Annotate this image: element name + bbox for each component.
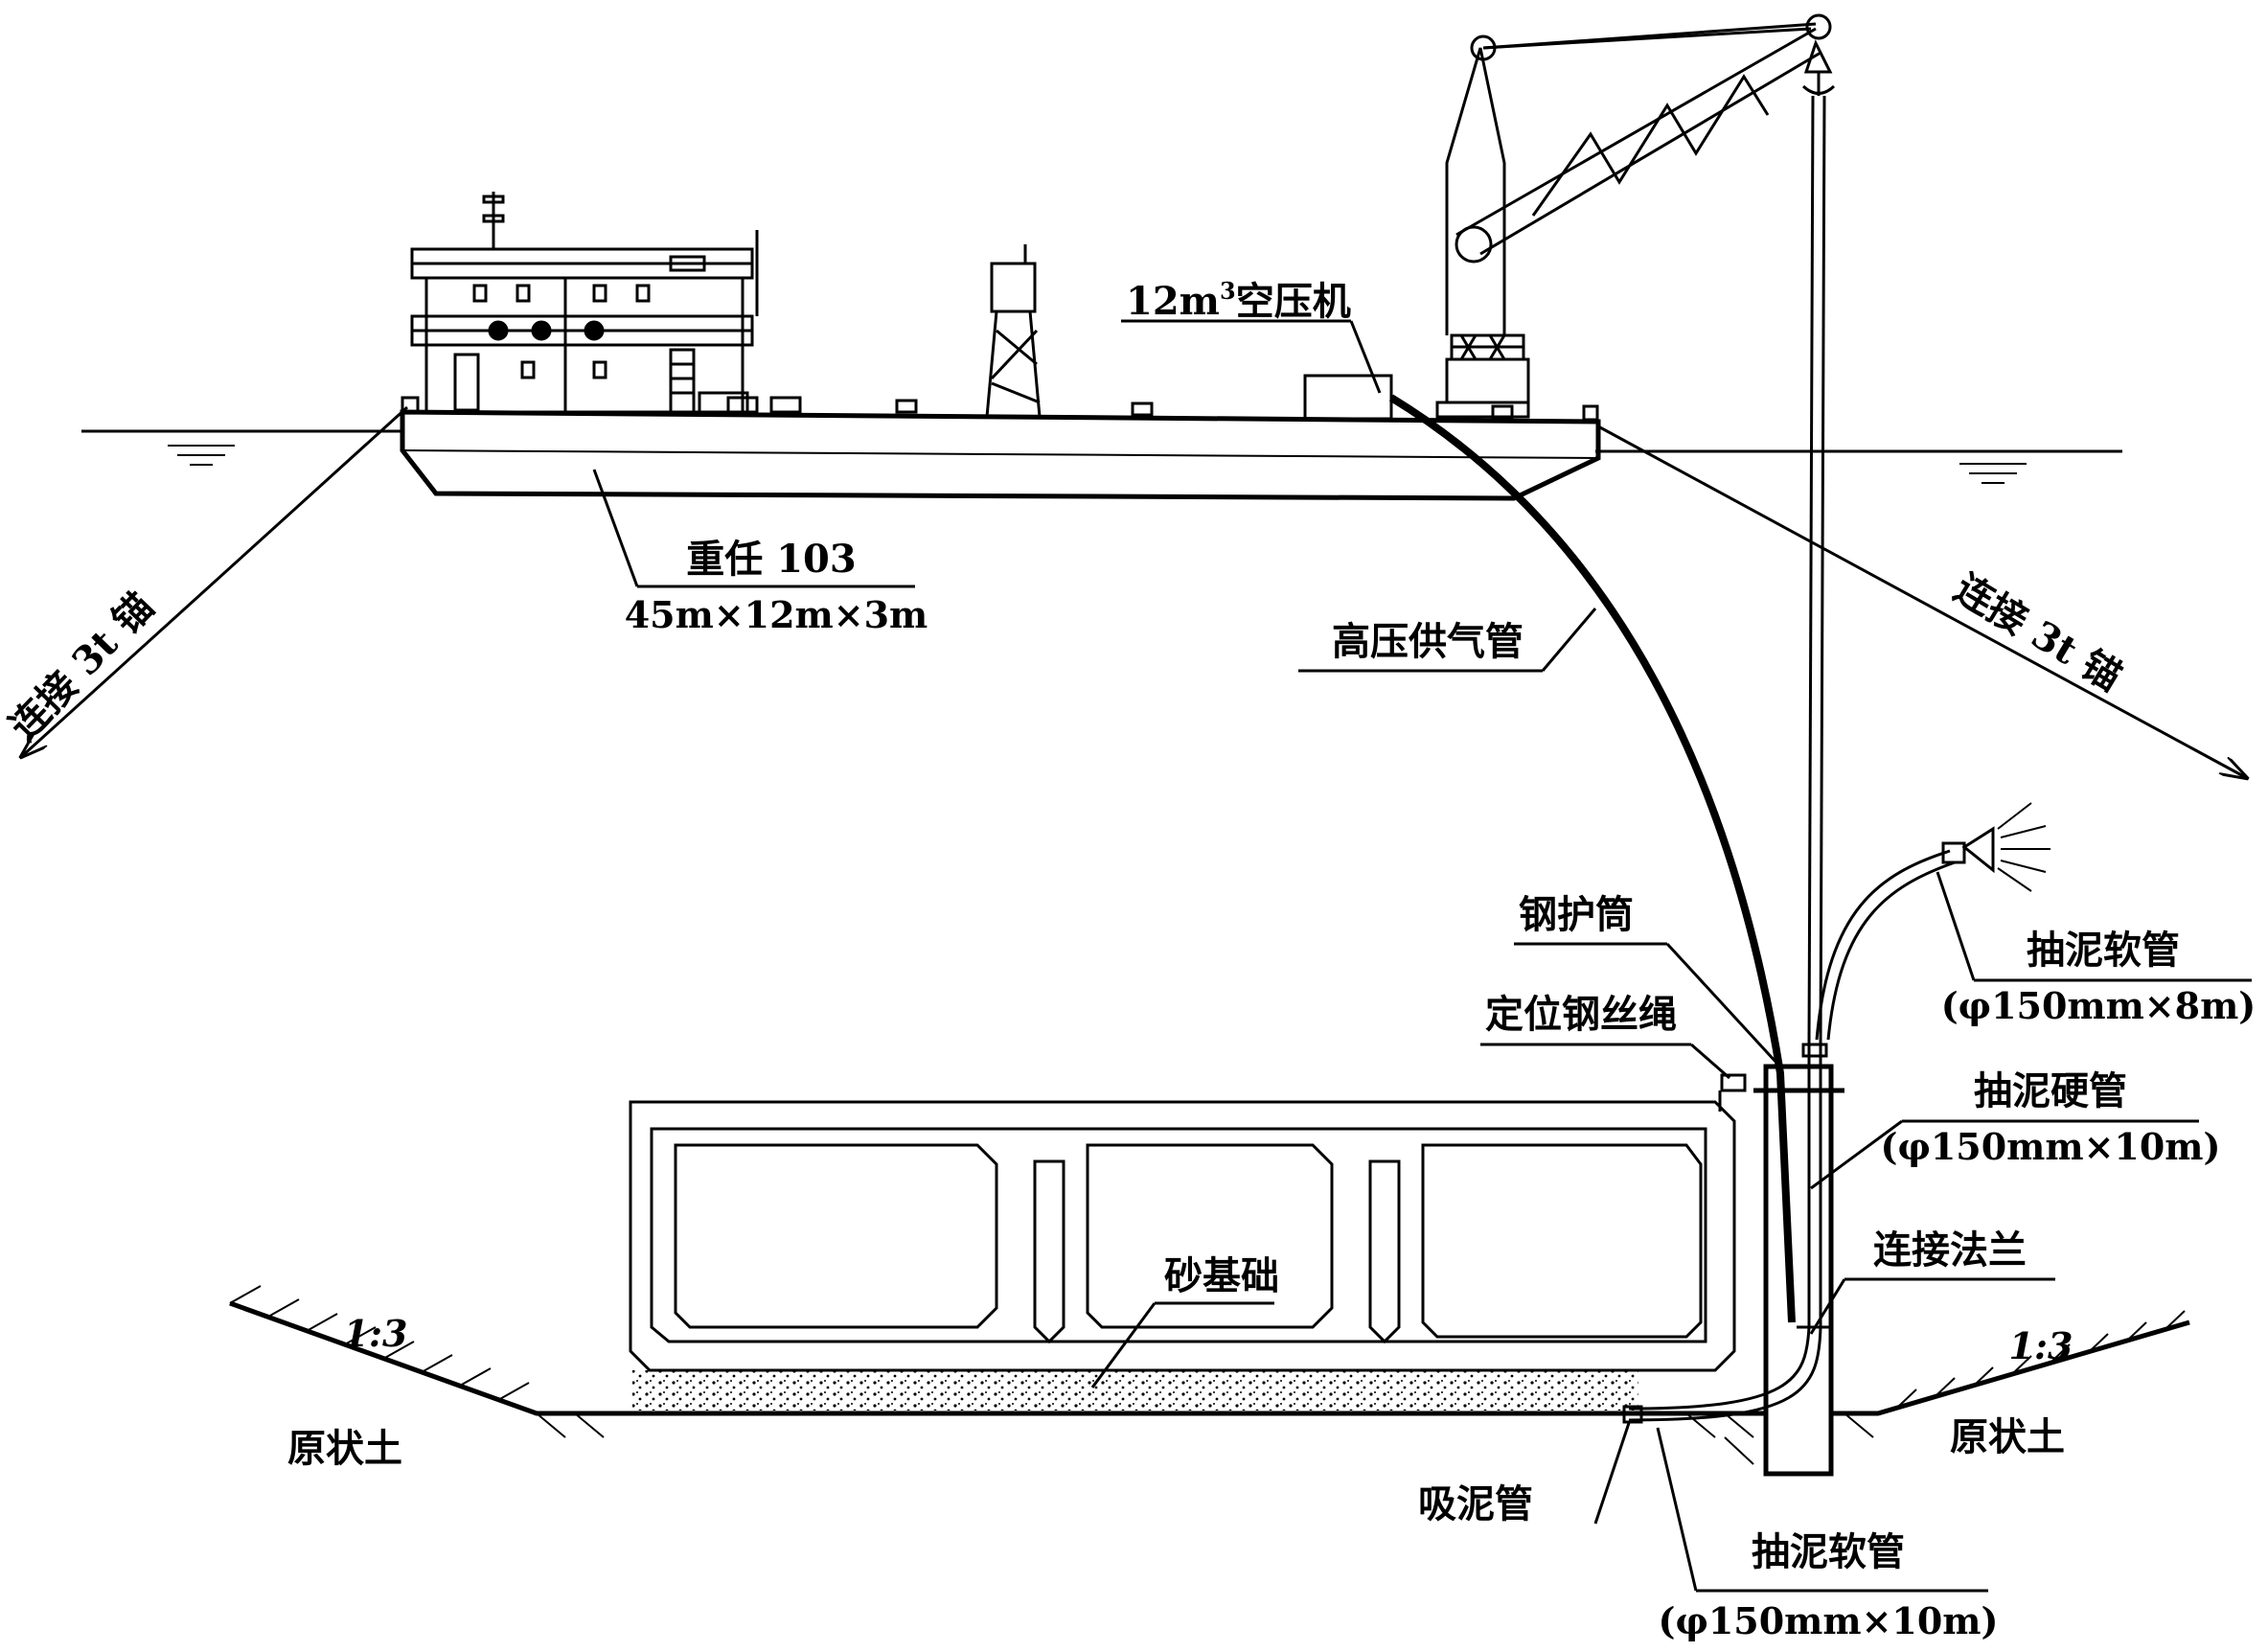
label-positioning-wire: 定位钢丝绳 xyxy=(1485,992,1677,1037)
sand-base xyxy=(632,1370,1638,1411)
lifting-pipe xyxy=(1807,95,1826,1045)
barge xyxy=(400,409,1601,501)
mast-tower xyxy=(985,244,1042,418)
anchor-lines xyxy=(21,405,2247,778)
label-compressor: 12m3空压机 xyxy=(1126,277,1351,324)
water-surface xyxy=(81,429,2122,484)
label-anchor-right: 连接 3t 锚 xyxy=(1947,565,2130,700)
label-flange: 连接法兰 xyxy=(1873,1228,2027,1273)
air-compressor xyxy=(1303,374,1393,421)
crane xyxy=(1435,13,1836,419)
ground-profile xyxy=(229,1285,2190,1465)
leader-lines xyxy=(592,319,2252,1593)
label-barge-name: 重任 103 xyxy=(686,537,856,582)
label-soil-left: 原状土 xyxy=(287,1426,402,1471)
label-slope-right: 1:3 xyxy=(2009,1324,2073,1367)
positioning-wire xyxy=(1718,1073,1747,1112)
label-slope-left: 1:3 xyxy=(344,1312,408,1355)
label-hose-lower-spec: (φ150mm×10m) xyxy=(1658,1599,1998,1642)
label-hose-lower-name: 抽泥软管 xyxy=(1752,1529,1905,1574)
upper-suction-hose xyxy=(1815,802,2050,1041)
deckhouse xyxy=(410,192,759,414)
label-hose-upper-name: 抽泥软管 xyxy=(2027,928,2180,973)
label-rigid-pipe-name: 抽泥硬管 xyxy=(1974,1068,2127,1113)
steel-casing xyxy=(1753,1064,1844,1477)
air-supply-hose xyxy=(1388,394,1796,1323)
deck-bollards xyxy=(401,396,1599,422)
label-anchor-left: 连接 3t 锚 xyxy=(1,584,163,748)
label-air-pipe: 高压供气管 xyxy=(1332,619,1523,664)
caisson xyxy=(629,1100,1736,1372)
label-rigid-pipe-spec: (φ150mm×10m) xyxy=(1880,1125,2220,1168)
label-barge-size: 45m×12m×3m xyxy=(625,593,928,636)
label-sand-base: 砂基础 xyxy=(1164,1253,1279,1298)
label-steel-casing: 钢护筒 xyxy=(1519,892,1634,937)
label-hose-upper-spec: (φ150mm×8m) xyxy=(1941,984,2257,1027)
label-soil-right: 原状土 xyxy=(1950,1414,2065,1459)
label-suction-pipe: 吸泥管 xyxy=(1418,1481,1533,1526)
